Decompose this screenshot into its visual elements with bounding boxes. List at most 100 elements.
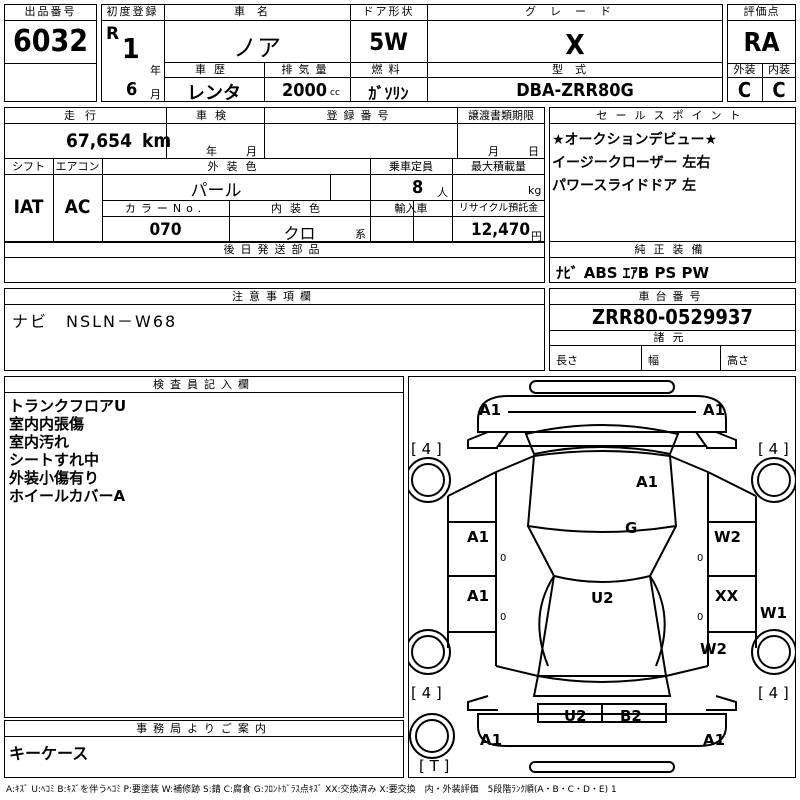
inspector-line: トランクフロアU xyxy=(9,397,127,415)
sales-line: イージークローザー 左右 xyxy=(552,155,711,171)
tire-front-right: [ 4 ] xyxy=(758,440,789,458)
maxload-unit: kg xyxy=(528,184,542,197)
mileage-value: 67,654 xyxy=(66,130,132,152)
model-name: ノア xyxy=(233,34,281,62)
ac-label: エアコン xyxy=(55,160,100,173)
shift-value: IAT xyxy=(13,196,44,218)
tire-front-left: [ 4 ] xyxy=(411,440,442,458)
equipment-box xyxy=(549,241,796,283)
tire-rear-left: [ 4 ] xyxy=(411,684,442,702)
score-box xyxy=(727,4,796,102)
tire-rear-right: [ 4 ] xyxy=(758,684,789,702)
zero-mark: 0 xyxy=(697,553,704,564)
legend: A:ｷｽﾞ U:ﾍｺﾐ B:ｷｽﾞを伴うﾍｺﾐ P:要塗装 W:補修跡 S:錆 … xyxy=(6,785,617,795)
chassis-label: 車台番号 xyxy=(638,290,707,303)
sales-label: セールスポイント xyxy=(596,109,749,122)
colorno-label: カラーNo. xyxy=(124,202,207,215)
history-label: 車歴 xyxy=(195,63,233,76)
mileage-label: 走行 xyxy=(64,109,106,122)
score-label: 評価点 xyxy=(743,5,780,18)
door-label: ドア形状 xyxy=(362,5,415,18)
grade-label: グレード xyxy=(525,5,625,18)
fuel-value: ｶﾞｿﾘﾝ xyxy=(368,84,409,103)
dims-label: 諸元 xyxy=(653,331,692,344)
maker-label: 車名 xyxy=(234,5,280,18)
color-label: 外装色 xyxy=(207,160,265,173)
recycle-label: リサイクル預託金 xyxy=(458,203,539,214)
sales-line: パワースライドドア 左 xyxy=(552,178,697,194)
notes-label: 注意事項欄 xyxy=(232,290,317,303)
month-unit: 月 xyxy=(150,88,161,101)
reg-year: 1 xyxy=(122,32,140,65)
sales-line: ★オークションデビュー★ xyxy=(552,132,718,148)
chassis-box xyxy=(549,288,796,371)
recycle-unit: 円 xyxy=(531,230,542,243)
door-value: 5W xyxy=(369,28,408,56)
capacity-unit: 人 xyxy=(437,186,448,199)
int-grade: C xyxy=(772,78,786,102)
width-label: 幅 xyxy=(648,354,659,367)
ext-grade: C xyxy=(737,78,752,102)
ac-value: AC xyxy=(64,196,91,218)
damage-u2-rear: U2 xyxy=(564,707,587,725)
damage-u2-floor: U2 xyxy=(591,589,614,607)
color-value: パール xyxy=(190,181,242,201)
damage-b2-rear: B2 xyxy=(620,707,642,725)
damage-a1-left-front-door: A1 xyxy=(467,528,490,546)
inspector-line: 外装小傷有り xyxy=(9,469,100,487)
car-diagram xyxy=(408,380,796,773)
capacity-label: 乗車定員 xyxy=(389,160,433,173)
damage-a1-rear-right: A1 xyxy=(703,731,726,749)
first-reg-label: 初度登録 xyxy=(106,5,159,18)
office-box xyxy=(4,720,404,778)
main-header-box xyxy=(101,4,723,102)
inspector-box xyxy=(4,376,404,718)
chassis-value: ZRR80-0529937 xyxy=(592,305,753,329)
later-parts-box xyxy=(4,241,545,283)
type-value: DBA-ZRR80G xyxy=(516,80,634,101)
mileage-unit: km xyxy=(142,130,172,152)
transfer-label: 譲渡書類期限 xyxy=(468,109,534,122)
maxload-label: 最大積載量 xyxy=(471,160,526,173)
displacement-value: 2000 xyxy=(282,80,328,101)
type-label: 型式 xyxy=(552,63,598,76)
transfer-month-unit: 月 xyxy=(488,145,499,158)
int-label: 内装 xyxy=(768,63,790,76)
damage-xx-right-rear-door: XX xyxy=(715,587,739,605)
length-label: 長さ xyxy=(556,354,578,367)
height-label: 高さ xyxy=(727,354,749,367)
interior-value: クロ xyxy=(283,224,316,243)
reg-month: 6 xyxy=(126,79,138,100)
year-unit: 年 xyxy=(150,64,161,77)
spare-tire: [ T ] xyxy=(419,757,450,775)
damage-a1-front-right: A1 xyxy=(703,401,726,419)
insp-year-unit: 年 xyxy=(206,145,217,158)
lot-box xyxy=(4,4,97,102)
notes-value: ナビ NSLN－W68 xyxy=(12,312,178,331)
import-label: 輸入車 xyxy=(394,202,428,215)
shift-label: シフト xyxy=(12,160,45,173)
interior-unit: 系 xyxy=(355,228,366,241)
grade-value: X xyxy=(565,28,585,61)
office-value: キーケース xyxy=(9,744,89,763)
inspector-line: 室内内張傷 xyxy=(9,415,85,433)
office-label: 事務局よりご案内 xyxy=(136,722,272,735)
equipment-value: ﾅﾋﾞ ABS ｴｱB PS PW xyxy=(556,264,710,282)
damage-w2-right-rear: W2 xyxy=(700,640,727,658)
insp-month-unit: 月 xyxy=(246,145,257,158)
regno-label: 登録番号 xyxy=(326,109,395,122)
transfer-day-unit: 日 xyxy=(528,145,539,158)
damage-a1-front-left: A1 xyxy=(479,401,502,419)
later-parts-label: 後日発送部品 xyxy=(223,243,326,256)
zero-mark: 0 xyxy=(697,612,704,623)
recycle-value: 12,470 xyxy=(471,220,531,240)
inspector-line: ホイールカバーA xyxy=(9,487,126,505)
displacement-label: 排気量 xyxy=(281,63,333,76)
fuel-label: 燃料 xyxy=(371,63,406,76)
zero-mark: 0 xyxy=(500,553,507,564)
notes-box xyxy=(4,288,545,371)
lot-label: 出品番号 xyxy=(24,5,77,18)
ext-label: 外装 xyxy=(733,63,756,76)
displacement-unit: cc xyxy=(330,88,340,98)
diagram-box xyxy=(408,376,796,778)
